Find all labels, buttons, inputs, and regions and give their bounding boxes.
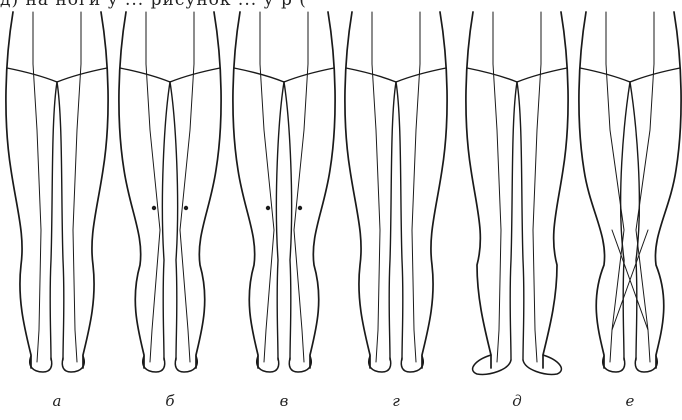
axis-line-right [294,12,308,362]
outer-contour-right [310,12,335,368]
leg-panel-4 [345,12,447,372]
inner-contour-left [162,82,170,360]
panel-label-4: г [381,392,411,410]
hip-line [580,68,680,82]
outer-contour-right [655,12,681,368]
foot-left [257,356,279,372]
outer-contour-left [579,12,605,368]
outer-contour-left [466,12,491,368]
panel-label-5: д [502,392,532,410]
axis-line-right [73,12,81,362]
foot-left [143,356,165,372]
hip-line [120,68,220,82]
outer-contour-right [83,12,108,368]
leg-panel-3 [233,12,335,372]
outer-contour-right [543,12,568,368]
outer-contour-left [233,12,258,368]
inner-contour-left [276,82,284,360]
axis-line-left [493,12,501,362]
leg-panel-2 [119,12,221,372]
axis-line-right [412,12,420,362]
foot-left [30,356,52,372]
leg-panel-1 [6,12,108,372]
hip-line [346,68,446,82]
knee-point-right [298,206,302,210]
inner-contour-right [396,82,403,360]
axis-line-left [33,12,41,362]
outer-contour-left [6,12,31,368]
inner-contour-left [50,82,57,360]
outer-contour-right [196,12,221,368]
inner-contour-right [57,82,64,360]
foot-right [62,356,84,372]
panel-label-2: б [155,392,185,410]
panel-label-1: а [42,392,72,410]
outer-contour-left [345,12,370,368]
hip-line [7,68,107,82]
knee-point-left [152,206,156,210]
panel-label-6: е [615,392,645,410]
axis-line-left [146,12,160,362]
knee-point-left [266,206,270,210]
foot-left [603,356,625,372]
hip-line [467,68,567,82]
inner-contour-right [517,82,524,360]
foot-right [175,356,197,372]
inner-contour-left [621,82,630,360]
hip-line [234,68,334,82]
knee-point-right [184,206,188,210]
inner-contour-right [630,82,639,360]
axis-line-right [533,12,541,362]
axis-line-left [372,12,380,362]
leg-panel-6 [579,12,681,372]
inner-contour-left [389,82,396,360]
leg-panel-5 [466,12,568,374]
inner-contour-right [284,82,292,360]
outer-contour-left [119,12,144,368]
outer-contour-right [422,12,447,368]
foot-right [401,356,423,372]
inner-contour-left [510,82,517,360]
foot-right [289,356,311,372]
foot-left [369,356,391,372]
foot-right [635,356,657,372]
inner-contour-right [170,82,178,360]
axis-line-right [180,12,194,362]
panel-label-3: в [269,392,299,410]
axis-line-left [260,12,274,362]
